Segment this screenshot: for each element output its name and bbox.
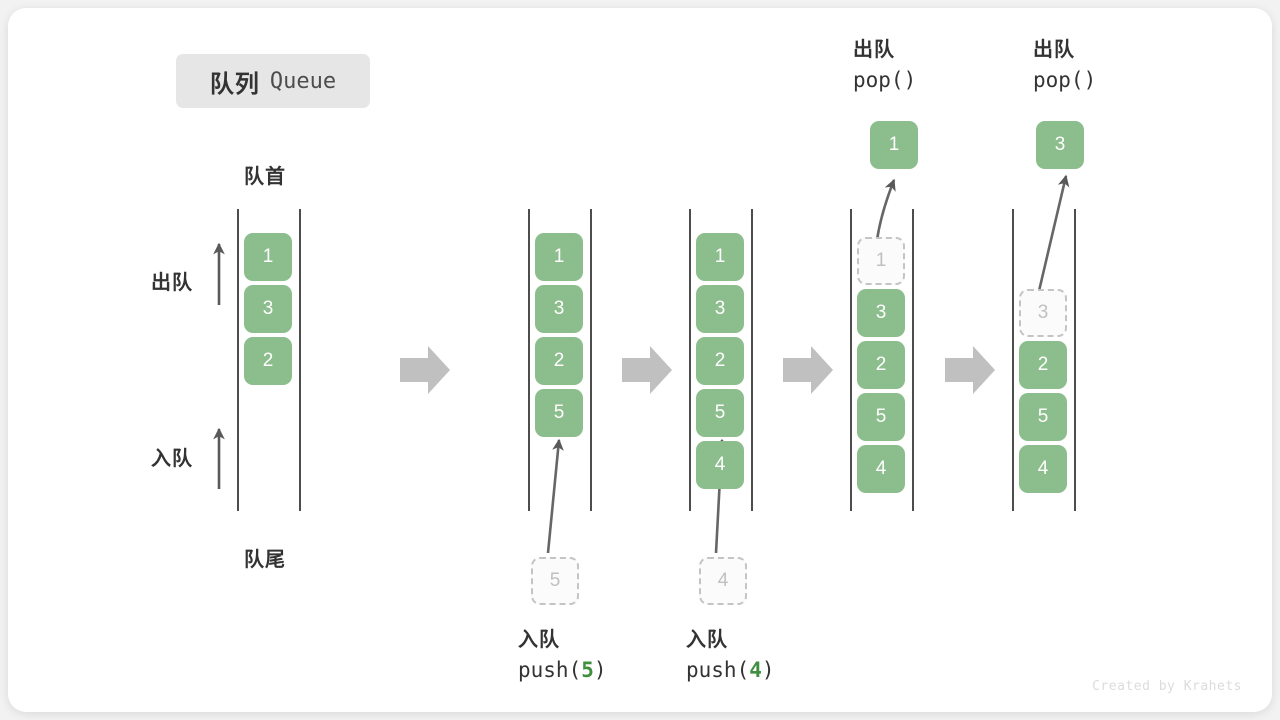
queue-element: 4 bbox=[857, 445, 905, 493]
push-5-code: push(5) bbox=[518, 658, 607, 682]
step-arrow-1 bbox=[400, 346, 450, 394]
rear-label: 队尾 bbox=[244, 549, 286, 571]
queue-panel-after-push-5: 1 3 2 5 bbox=[535, 233, 583, 437]
push-5-label: 入队 push(5) bbox=[518, 626, 628, 685]
pop-arrow-3 bbox=[1037, 174, 1070, 292]
queue-panel-after-pop-3: 2 5 4 bbox=[1019, 341, 1067, 493]
pop-1-label: 出队 pop() bbox=[853, 36, 963, 95]
popped-element-1: 1 bbox=[870, 121, 918, 169]
queue-element: 3 bbox=[244, 285, 292, 333]
ghost-element-push-4: 4 bbox=[699, 557, 747, 605]
pop-1-cn: 出队 bbox=[853, 39, 895, 61]
pop-3-code: pop() bbox=[1033, 68, 1097, 92]
queue-element: 5 bbox=[696, 389, 744, 437]
queue-element: 4 bbox=[1019, 445, 1067, 493]
pop-3-cn: 出队 bbox=[1033, 39, 1075, 61]
rails bbox=[237, 209, 1076, 511]
title-cn: 队列 bbox=[209, 70, 260, 98]
queue-panel-after-push-4: 1 3 2 5 4 bbox=[696, 233, 744, 489]
step-arrow-2 bbox=[622, 346, 672, 394]
queue-panel-after-pop-1: 3 2 5 4 bbox=[857, 289, 905, 493]
ghost-element-pop-1: 1 bbox=[857, 237, 905, 285]
queue-element: 1 bbox=[535, 233, 583, 281]
pop-3-label: 出队 pop() bbox=[1033, 36, 1143, 95]
queue-element: 3 bbox=[857, 289, 905, 337]
push-4-cn: 入队 bbox=[686, 629, 728, 651]
ghost-element-pop-3: 3 bbox=[1019, 289, 1067, 337]
push-4-code: push(4) bbox=[686, 658, 775, 682]
step-arrow-4 bbox=[945, 346, 995, 394]
popped-element-3: 3 bbox=[1036, 121, 1084, 169]
queue-element-new: 5 bbox=[535, 389, 583, 437]
step-arrow-3 bbox=[783, 346, 833, 394]
queue-element-new: 4 bbox=[696, 441, 744, 489]
queue-panel-initial: 1 3 2 bbox=[244, 233, 292, 385]
queue-element: 2 bbox=[244, 337, 292, 385]
title-badge: 队列 Queue bbox=[176, 54, 370, 108]
push-5-cn: 入队 bbox=[518, 629, 560, 651]
ghost-element-push-5: 5 bbox=[531, 557, 579, 605]
queue-element: 3 bbox=[535, 285, 583, 333]
queue-element: 2 bbox=[857, 341, 905, 389]
dequeue-label: 出队 bbox=[151, 272, 193, 294]
queue-element: 2 bbox=[1019, 341, 1067, 389]
front-label: 队首 bbox=[244, 166, 286, 188]
pop-1-code: pop() bbox=[853, 68, 917, 92]
queue-element: 5 bbox=[1019, 393, 1067, 441]
watermark: Created by Krahets bbox=[1092, 679, 1242, 694]
title-en: Queue bbox=[269, 68, 337, 94]
queue-element: 2 bbox=[696, 337, 744, 385]
diagram-overlay bbox=[213, 174, 1076, 554]
diagram-card: 队列 Queue bbox=[8, 8, 1272, 712]
pop-arrow-1 bbox=[875, 178, 896, 241]
enqueue-label: 入队 bbox=[151, 448, 193, 470]
queue-element: 1 bbox=[696, 233, 744, 281]
push-arrow-5 bbox=[546, 438, 564, 554]
push-4-label: 入队 push(4) bbox=[686, 626, 796, 685]
queue-element: 5 bbox=[857, 393, 905, 441]
queue-element: 3 bbox=[696, 285, 744, 333]
queue-element: 1 bbox=[244, 233, 292, 281]
queue-element: 2 bbox=[535, 337, 583, 385]
